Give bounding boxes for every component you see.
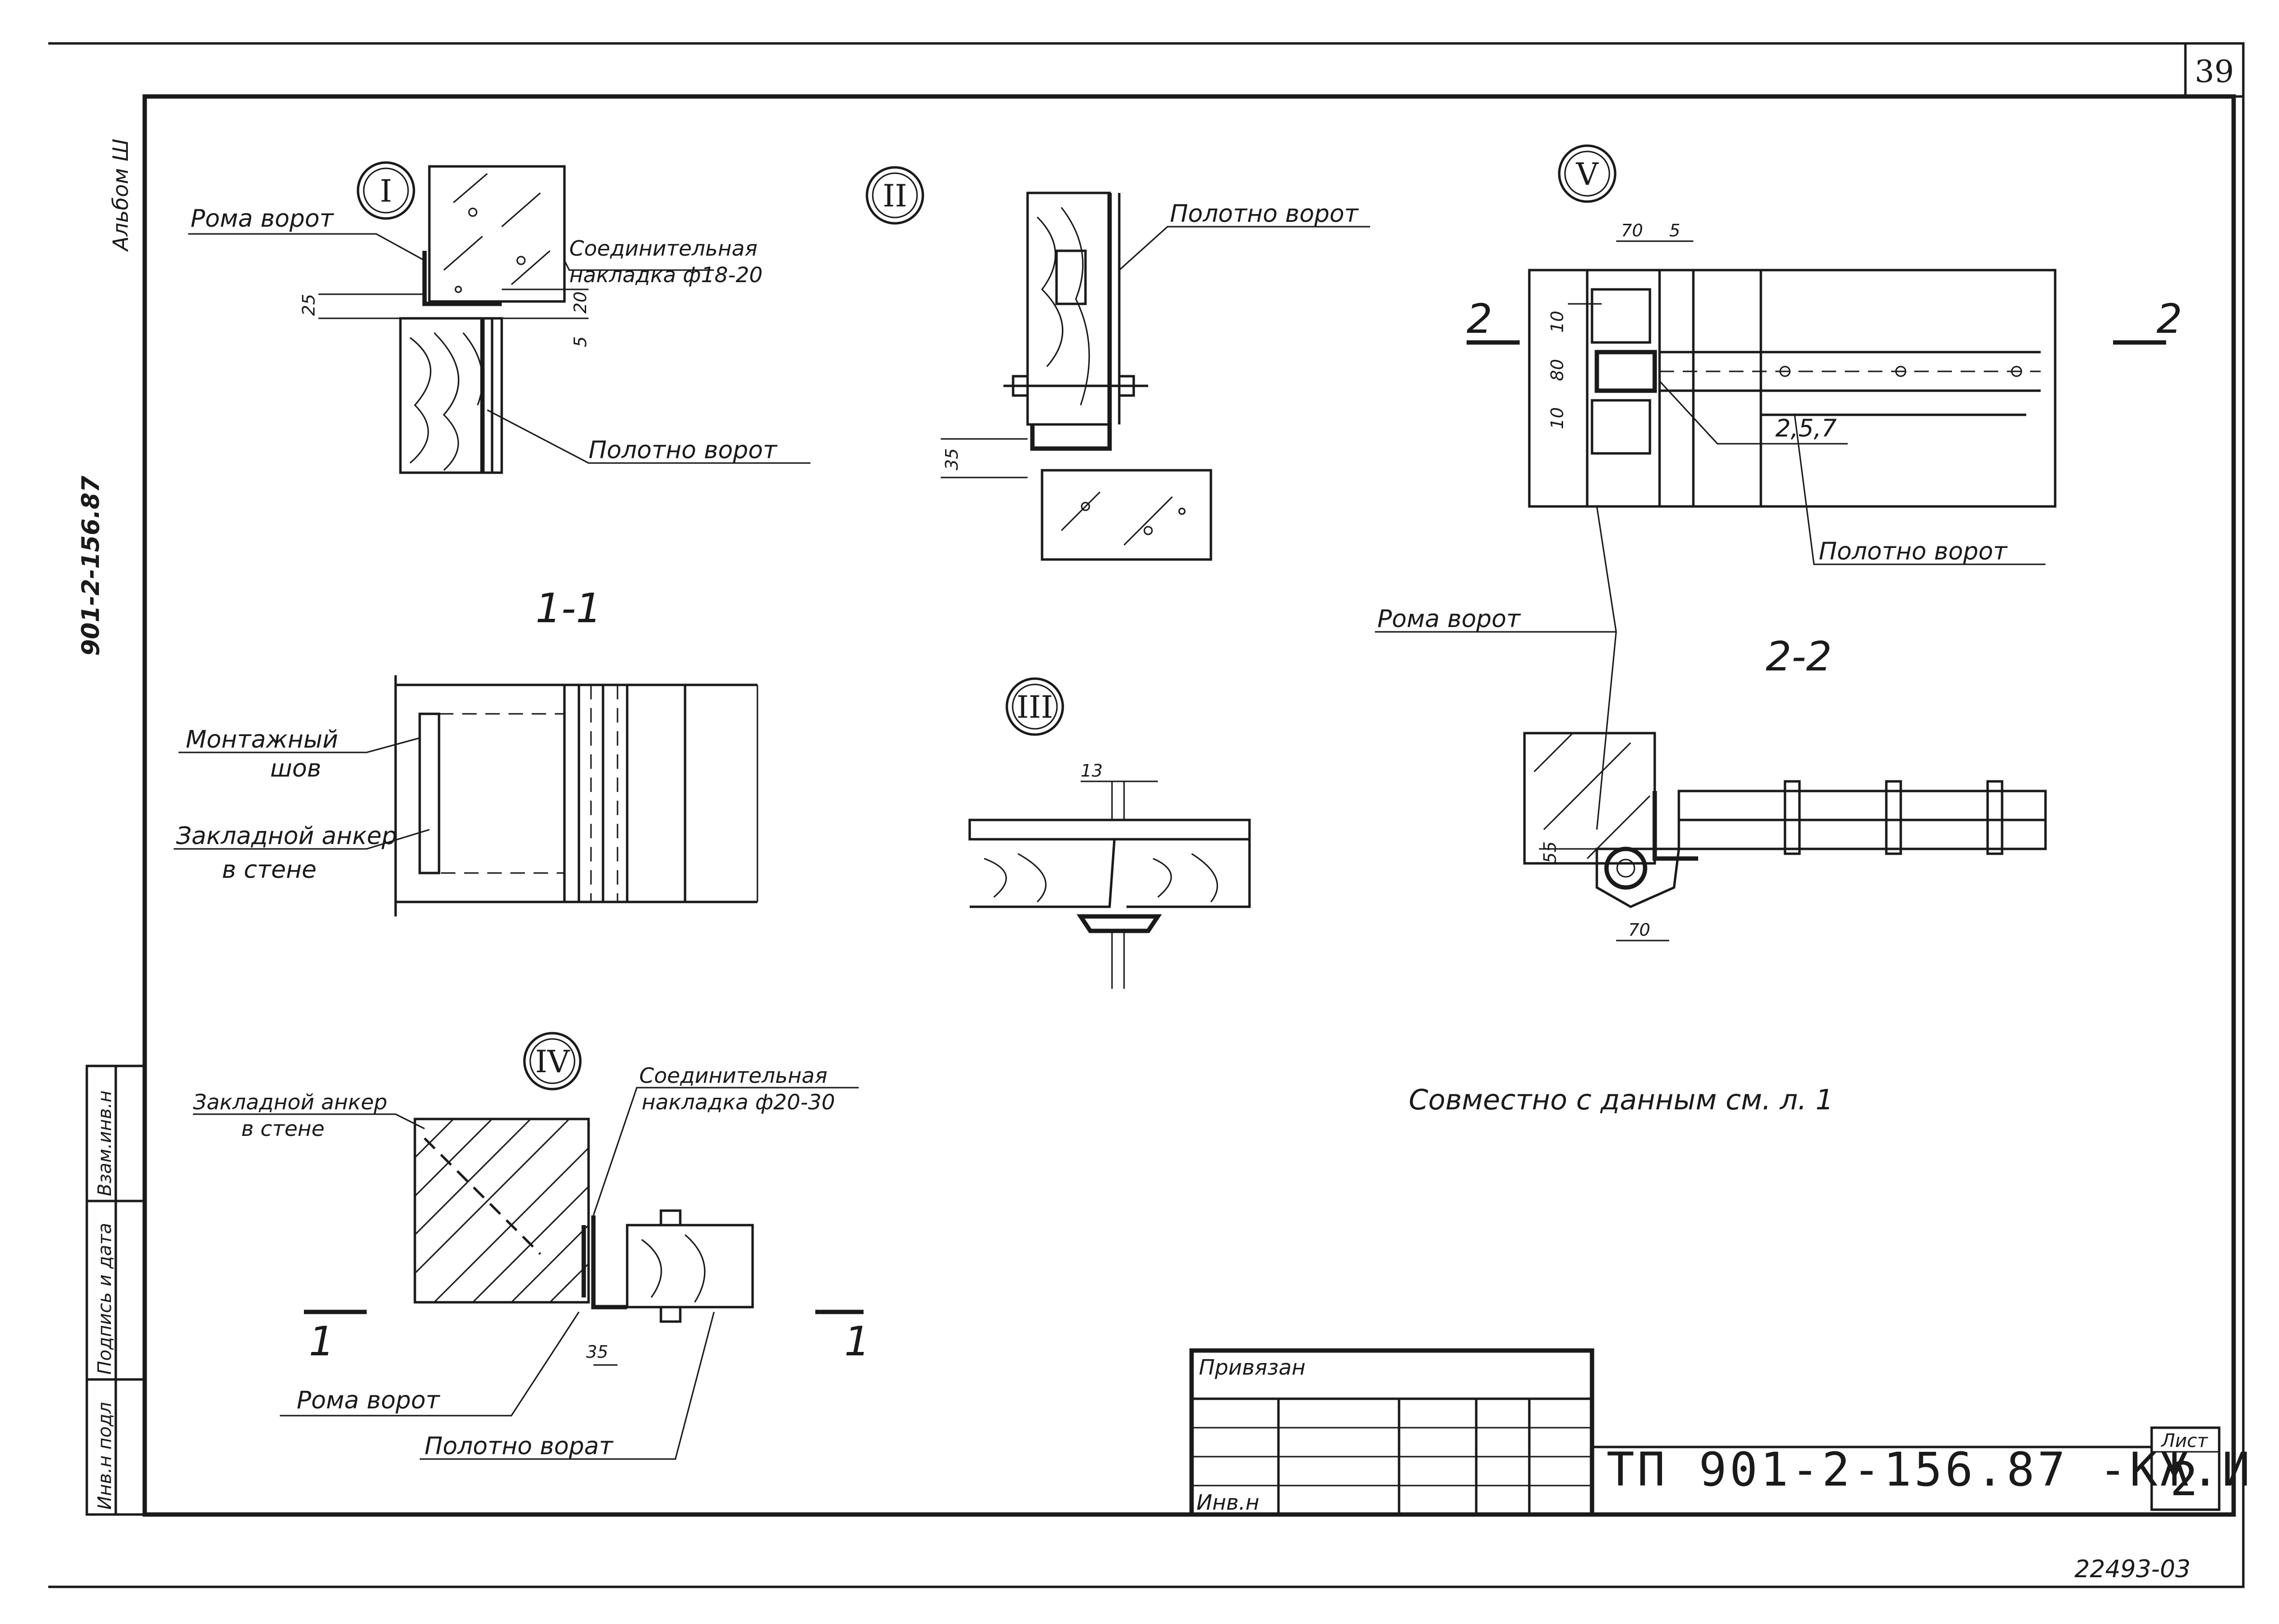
label-anchor-l1: Закладной анкер <box>176 822 397 850</box>
section-mark-1-right: 1 <box>844 1318 870 1365</box>
section-1-1: 1-1 Монтажный шов Закладной анкер в стен… <box>174 585 758 916</box>
detail-marker-iii: III <box>1016 690 1053 725</box>
label-weld-l1: Монтажный <box>186 725 338 753</box>
inner-frame <box>142 94 2236 1517</box>
label-bolts-ref: 2,5,7 <box>1775 414 1837 442</box>
dim-70-bottom: 70 <box>1628 920 1650 940</box>
label-leaf-i: Полотно ворот <box>589 436 778 464</box>
dim-25: 25 <box>299 294 319 316</box>
dim-20: 20 <box>571 291 590 314</box>
side-stamp: Взам.инв.н Подпись и дата Инв.н подл <box>85 1064 146 1516</box>
dim-10-b: 10 <box>1548 407 1567 429</box>
archive-number: 22493-03 <box>2074 1555 2191 1583</box>
title-block: Привязан Инв.н ТП 901-2-156.87 -КЖ.И 900… <box>1189 1348 2279 1517</box>
title-inv-n: Инв.н <box>1196 1490 1259 1515</box>
stamp-vzam-inv: Взам.инв.н <box>94 1091 115 1196</box>
dim-55: 55 <box>1540 841 1560 863</box>
label-weld-l2: шов <box>270 754 321 782</box>
detail-ii: II 35 Полотно ворот <box>865 166 1370 561</box>
label-anchor-iv-l2: в стене <box>241 1117 325 1141</box>
label-plate-2030-l1: Соединительная <box>639 1064 827 1088</box>
label-leaf-v: Полотно ворот <box>1819 537 2008 565</box>
page-number: 39 <box>2195 54 2234 90</box>
section-title-1-1: 1-1 <box>535 585 602 632</box>
label-leaf-iv: Полотно ворат <box>425 1432 614 1460</box>
list-number: 2 <box>2170 1452 2201 1506</box>
dim-10-a: 10 <box>1548 311 1567 333</box>
page-number-box <box>2184 42 2245 98</box>
detail-i: I 25 20 5 Рома ворот Соединительная <box>188 161 810 474</box>
section-title-2-2: 2-2 <box>1766 633 1832 680</box>
dim-70-top: 70 <box>1621 221 1643 241</box>
label-frame-iv: Рома ворот <box>297 1386 440 1414</box>
label-anchor-iv-l1: Закладной анкер <box>193 1090 387 1115</box>
dim-5: 5 <box>571 336 590 347</box>
section-mark-1-left: 1 <box>309 1318 334 1365</box>
stamp-podpis-data: Подпись и дата <box>94 1223 115 1375</box>
dim-35-iv: 35 <box>586 1342 608 1362</box>
detail-v: V 70 5 10 80 10 2 2 2,5,7 Полотно ворот <box>1467 144 2182 565</box>
detail-marker-iv: IV <box>535 1044 570 1080</box>
dim-13: 13 <box>1081 761 1103 781</box>
section-2-2: 2-2 Рома ворот 55 70 <box>1375 506 2047 942</box>
label-leaf-ii: Полотно ворот <box>1170 200 1359 228</box>
album-label: Альбом Ш <box>109 139 133 252</box>
detail-iv: IV 35 Закладной анкер в стене Соединител… <box>193 1032 870 1460</box>
title-privyazan: Привязан <box>1199 1355 1305 1380</box>
label-frame-v: Рома ворот <box>1377 605 1521 633</box>
section-mark-2-right: 2 <box>2156 295 2182 342</box>
note-text: Совместно с данным см. л. 1 <box>1409 1083 1833 1116</box>
dim-80: 80 <box>1548 359 1567 381</box>
label-anchor-l2: в стене <box>222 856 316 884</box>
stamp-inv-podl: Инв.н подл <box>94 1402 115 1510</box>
detail-marker-ii: II <box>883 178 907 214</box>
label-plate-2030-l2: накладка ф20-30 <box>642 1090 835 1115</box>
outer-border <box>48 42 2245 1588</box>
label-frame-i: Рома ворот <box>191 205 334 232</box>
list-label: Лист <box>2160 1430 2209 1451</box>
section-mark-2-left: 2 <box>1467 295 1492 342</box>
dim-35-ii: 35 <box>942 448 962 470</box>
detail-iii: III 13 <box>968 677 1251 989</box>
detail-marker-v: V <box>1576 157 1599 192</box>
label-plate-1820-l1: Соединительная <box>569 236 757 261</box>
label-plate-1820-l2: накладка ф18-20 <box>569 263 763 287</box>
series-code-vertical: 901-2-156.87 <box>77 476 105 656</box>
detail-marker-i: I <box>380 174 392 209</box>
dim-5-top: 5 <box>1669 221 1680 241</box>
